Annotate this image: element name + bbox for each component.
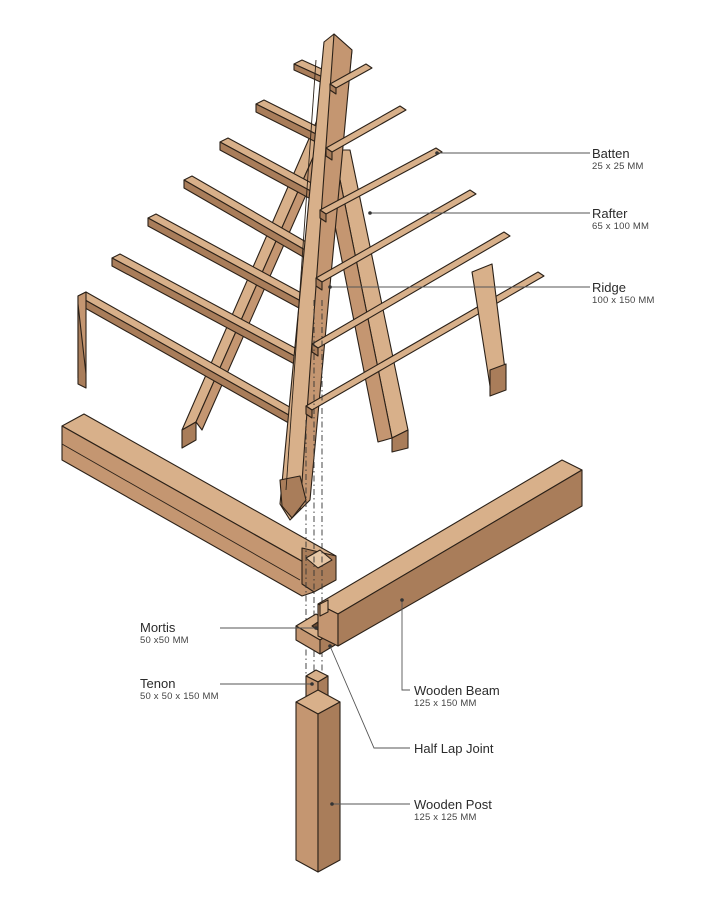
left-battens	[77, 59, 347, 427]
wooden-beam-dimension: 125 x 150 MM	[414, 698, 477, 709]
rafter-dimension: 65 x 100 MM	[592, 221, 650, 232]
batten-name: Batten	[592, 146, 630, 161]
mortis-label: Mortis 50 x50 MM	[140, 620, 189, 647]
left-batten-6	[111, 253, 311, 369]
wooden-beam-label: Wooden Beam 125 x 150 MM	[414, 683, 500, 710]
half-lap-joint-name: Half Lap Joint	[414, 741, 494, 756]
batten-label: Batten 25 x 25 MM	[592, 146, 644, 173]
left-wooden-beam	[61, 413, 337, 597]
wooden-beam-name: Wooden Beam	[414, 683, 500, 698]
right-batten-2	[325, 105, 407, 161]
wooden-post-name: Wooden Post	[414, 797, 492, 812]
wooden-post-label: Wooden Post 125 x 125 MM	[414, 797, 492, 824]
rafter-label: Rafter 65 x 100 MM	[592, 206, 649, 233]
half-lap-joint-label: Half Lap Joint	[414, 741, 494, 756]
right-batten-3	[319, 147, 443, 223]
wooden-post-dimension: 125 x 125 MM	[414, 812, 477, 823]
right-batten-5	[311, 231, 511, 357]
rafter-name: Rafter	[592, 206, 628, 221]
right-batten-6	[305, 271, 545, 419]
leader-lines	[220, 151, 590, 806]
right-batten-1	[329, 63, 373, 95]
right-rafter-tail	[471, 263, 507, 397]
left-batten-7	[77, 291, 303, 427]
tenon-dimension: 50 x 50 x 150 MM	[140, 691, 219, 702]
tenon-name: Tenon	[140, 676, 176, 691]
mortis-name: Mortis	[140, 620, 176, 635]
mortis-dimension: 50 x50 MM	[140, 635, 189, 646]
tenon-label: Tenon 50 x 50 x 150 MM	[140, 676, 219, 703]
wooden-post	[295, 689, 341, 873]
batten-dimension: 25 x 25 MM	[592, 161, 644, 172]
ridge-dimension: 100 x 150 MM	[592, 295, 655, 306]
ridge-name: Ridge	[592, 280, 626, 295]
right-wooden-beam	[317, 459, 583, 647]
ridge	[279, 33, 353, 521]
ridge-label: Ridge 100 x 150 MM	[592, 280, 655, 307]
